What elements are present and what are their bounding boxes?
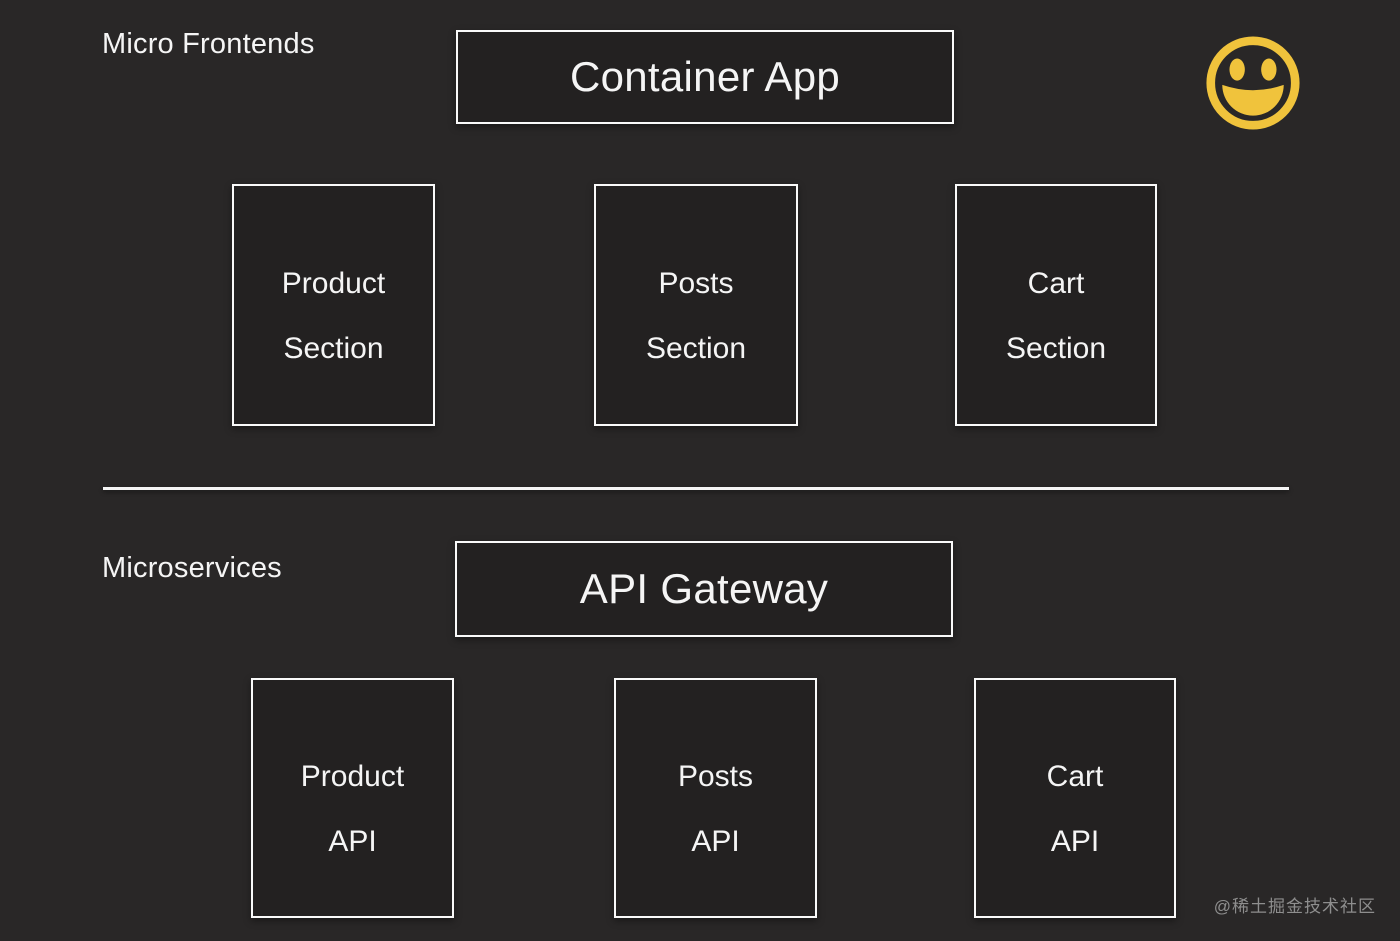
api-gateway-box: API Gateway <box>455 541 953 637</box>
product-api-box: Product API <box>251 678 454 918</box>
smiley-mouth <box>1222 84 1284 116</box>
smiley-left-eye <box>1229 58 1245 81</box>
container-app-label: Container App <box>569 53 841 100</box>
cart-section-box: Cart Section <box>955 184 1157 426</box>
micro-frontends-label: Micro Frontends <box>102 28 315 60</box>
posts-section-line2: Section <box>645 332 747 365</box>
smiley-face-icon <box>1206 36 1300 130</box>
posts-api-box: Posts API <box>614 678 817 918</box>
product-section-box: Product Section <box>232 184 435 426</box>
posts-api-line2: API <box>691 825 740 858</box>
posts-section-line1: Posts <box>658 267 734 300</box>
product-section-line2: Section <box>283 332 384 365</box>
tier-divider-line <box>103 487 1289 490</box>
cart-api-box: Cart API <box>974 678 1176 918</box>
cart-section-line2: Section <box>1005 332 1107 365</box>
product-api-line2: API <box>328 825 377 858</box>
cart-api-line1: Cart <box>1046 760 1104 793</box>
cart-section-line1: Cart <box>1027 267 1085 300</box>
posts-api-line1: Posts <box>677 760 754 793</box>
product-api-line1: Product <box>300 760 405 793</box>
product-section-line1: Product <box>281 267 386 300</box>
watermark-text: @稀土掘金技术社区 <box>1213 897 1376 916</box>
smiley-outline <box>1206 36 1300 130</box>
smiley-right-eye <box>1261 58 1277 81</box>
microservices-label: Microservices <box>102 552 282 584</box>
container-app-box: Container App <box>456 30 954 124</box>
cart-api-line2: API <box>1050 825 1100 858</box>
posts-section-box: Posts Section <box>594 184 798 426</box>
api-gateway-label: API Gateway <box>579 565 829 612</box>
